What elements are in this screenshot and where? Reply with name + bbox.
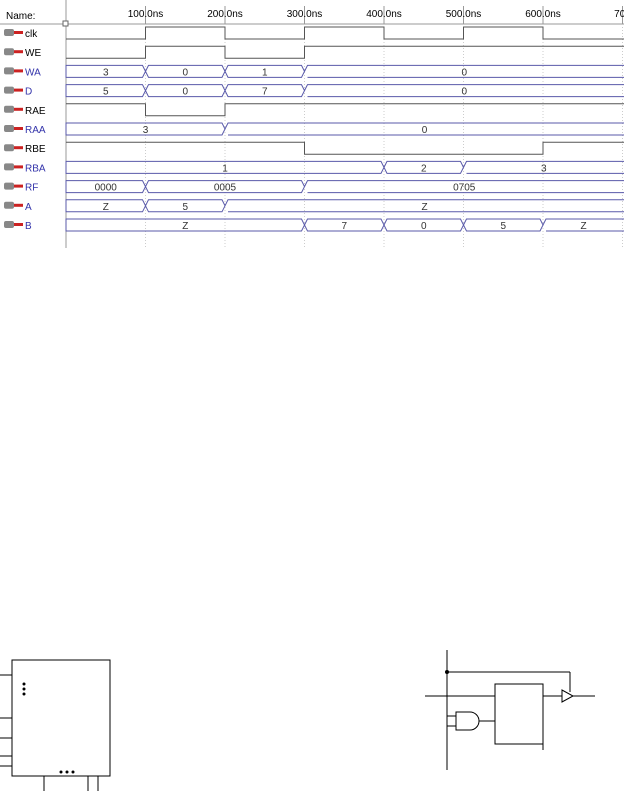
input-pin-icon bbox=[4, 86, 23, 94]
bus-value-label: 0 bbox=[422, 125, 428, 136]
bus-value-label: 0 bbox=[421, 221, 427, 232]
bus-segment bbox=[224, 122, 624, 136]
bus-value-label: 5 bbox=[182, 202, 188, 213]
bus-value-label: Z bbox=[103, 202, 109, 213]
bus-value-label: 3 bbox=[143, 125, 149, 136]
bus-value-label: 0 bbox=[182, 67, 188, 78]
bus-value-label: 0005 bbox=[214, 183, 237, 194]
bus-segment bbox=[304, 64, 624, 78]
ellipsis-dot bbox=[59, 770, 63, 774]
bus-value-label: 5 bbox=[500, 221, 506, 232]
output-pin-icon bbox=[4, 221, 23, 228]
bus-value-label: 3 bbox=[541, 163, 547, 174]
bus-segment bbox=[463, 160, 624, 174]
tri-state-buffer-icon bbox=[561, 689, 575, 703]
signal-name-rbe[interactable]: RBE bbox=[25, 144, 46, 155]
bus-value-label: 0 bbox=[461, 87, 467, 98]
bus-value-label: 7 bbox=[341, 221, 347, 232]
bus-segment bbox=[65, 122, 226, 136]
name-column-header: Name: bbox=[6, 11, 35, 22]
bus-value-label: Z bbox=[580, 221, 586, 232]
bus-value-label: 1 bbox=[222, 163, 228, 174]
signal-name-rf[interactable]: RF bbox=[25, 183, 38, 194]
input-pin-icon bbox=[4, 144, 23, 152]
ellipsis-dot bbox=[22, 687, 26, 691]
bus-segment bbox=[65, 84, 147, 98]
signal-name-d[interactable]: D bbox=[25, 87, 32, 98]
input-pin-icon bbox=[4, 67, 23, 75]
bus-segment bbox=[65, 199, 147, 213]
signal-name-wa[interactable]: WA bbox=[25, 67, 41, 78]
bus-segment bbox=[224, 199, 624, 213]
time-tick-label: 600.0ns bbox=[525, 9, 561, 20]
waveform-rbe bbox=[66, 141, 624, 155]
time-tick-label: 500.0ns bbox=[446, 9, 482, 20]
bus-value-label: Z bbox=[421, 202, 427, 213]
time-tick-label: 700 bbox=[614, 9, 624, 20]
input-pin-icon bbox=[4, 48, 23, 56]
input-pin-icon bbox=[4, 29, 23, 36]
component-block-diagram bbox=[0, 659, 111, 791]
bus-segment bbox=[542, 218, 624, 232]
bus-value-label: 2 bbox=[421, 163, 427, 174]
signal-name-we[interactable]: WE bbox=[25, 48, 41, 59]
buried-node-icon bbox=[4, 182, 23, 190]
bus-segment bbox=[65, 218, 306, 232]
logic-circuit-diagram bbox=[425, 650, 595, 770]
signal-name-clk[interactable]: clk bbox=[25, 29, 38, 40]
time-tick-label: 100.0ns bbox=[128, 9, 164, 20]
signal-name-rae[interactable]: RAE bbox=[25, 106, 46, 117]
bus-value-label: 0705 bbox=[453, 183, 476, 194]
block-outline bbox=[11, 659, 111, 777]
and-gate-icon bbox=[455, 711, 480, 731]
bus-segment bbox=[304, 84, 624, 98]
input-pin-icon bbox=[4, 125, 23, 132]
bus-value-label: 0 bbox=[461, 67, 467, 78]
output-pin-icon bbox=[4, 201, 23, 209]
bus-value-label: Z bbox=[182, 221, 188, 232]
bus-value-label: 3 bbox=[103, 67, 109, 78]
ellipsis-dot bbox=[71, 770, 75, 774]
waveform-we bbox=[66, 45, 624, 59]
time-tick-label: 300.0ns bbox=[287, 9, 323, 20]
bus-segment bbox=[65, 160, 385, 174]
signal-name-b[interactable]: B bbox=[25, 221, 32, 232]
waveform-clk bbox=[66, 26, 624, 40]
bus-value-label: 0 bbox=[182, 87, 188, 98]
bus-segment bbox=[65, 180, 147, 194]
bus-value-label: 0000 bbox=[95, 183, 118, 194]
input-pin-icon bbox=[4, 105, 23, 113]
register-block bbox=[494, 683, 544, 745]
waveform-viewer: Name: 100.0ns 200.0ns 300.0ns 400.0ns 500.0ns… bbox=[0, 0, 624, 248]
signal-name-raa[interactable]: RAA bbox=[25, 125, 46, 136]
bus-segment bbox=[65, 64, 147, 78]
ellipsis-dot bbox=[65, 770, 69, 774]
bus-segment bbox=[304, 180, 624, 194]
ellipsis-dot bbox=[22, 692, 26, 696]
time-cursor-handle-icon[interactable] bbox=[62, 20, 69, 27]
ellipsis-dot bbox=[22, 682, 26, 686]
time-tick-label: 400.0ns bbox=[366, 9, 402, 20]
time-tick-label: 200.0ns bbox=[207, 9, 243, 20]
bus-value-label: 1 bbox=[262, 67, 268, 78]
signal-name-a[interactable]: A bbox=[25, 202, 32, 213]
input-pin-icon bbox=[4, 163, 23, 171]
bus-value-label: 7 bbox=[262, 87, 268, 98]
waveform-rae bbox=[66, 103, 624, 117]
bus-value-label: 5 bbox=[103, 87, 109, 98]
signal-name-rba[interactable]: RBA bbox=[25, 163, 46, 174]
